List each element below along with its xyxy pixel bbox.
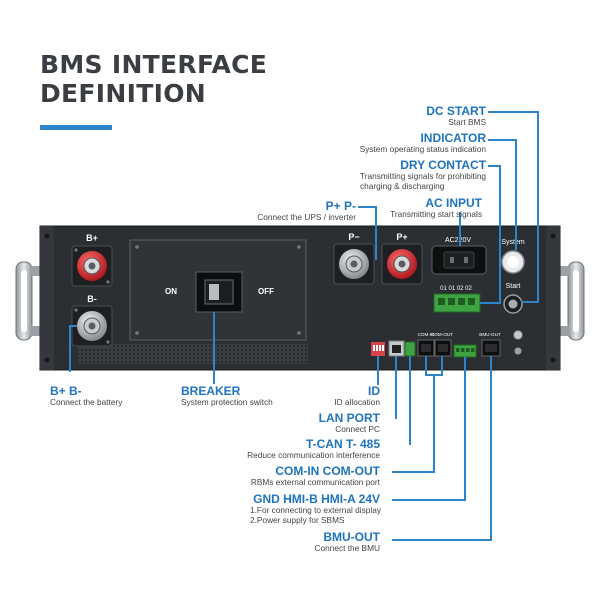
callout-dc-start-title: DC START — [426, 104, 486, 118]
callout-indicator: INDICATOR System operating status indica… — [360, 131, 486, 155]
terminal-pminus — [333, 243, 375, 285]
callout-id: ID ID allocation — [334, 384, 380, 408]
gnd-hmi-24v-terminal — [453, 344, 477, 358]
callout-leader-lines — [69, 111, 539, 541]
callout-breaker-desc: System protection switch — [181, 397, 273, 407]
title-accent-bar — [40, 125, 112, 130]
callout-ac-input-title: AC INPUT — [425, 196, 482, 210]
callout-bmu-out-desc: Connect the BMU — [314, 543, 380, 553]
ground-screw — [513, 330, 523, 355]
callout-dry-contact-title: DRY CONTACT — [400, 158, 487, 172]
page-title: BMS INTERFACE DEFINITION — [40, 50, 267, 108]
terminal-bminus-label: B- — [87, 294, 97, 304]
system-label: System — [501, 239, 525, 246]
ac-socket-label: AC220V — [445, 237, 471, 244]
callout-bmu-out: BMU-OUT Connect the BMU — [315, 530, 380, 554]
bmu-out-label: BMU-OUT — [479, 332, 501, 337]
callout-dry-contact-desc-2: charging & discharging — [360, 180, 445, 191]
callout-dry-contact: DRY CONTACT Transmitting signals for pro… — [360, 158, 486, 191]
callout-dc-start: DC START Start BMS — [426, 104, 486, 128]
terminal-bplus — [71, 245, 113, 287]
callout-com-desc: RBMs external communication port — [250, 477, 380, 487]
callout-bmu-out-title: BMU-OUT — [323, 530, 380, 544]
callout-dc-start-desc: Start BMS — [448, 117, 486, 127]
callout-id-desc: ID allocation — [334, 397, 380, 407]
lan-port — [388, 340, 405, 357]
terminal-bplus-label: B+ — [86, 233, 98, 243]
callout-gnd-hmi: GND HMI-B HMI-A 24V 1.For connecting to … — [250, 492, 381, 525]
com-in-label: COM-IN — [418, 332, 435, 337]
callout-id-title: ID — [368, 384, 380, 398]
start-label: Start — [506, 283, 521, 290]
callout-dry-contact-desc-1: Transmitting signals for prohibiting — [360, 171, 487, 181]
dc-start-button[interactable] — [503, 294, 523, 314]
right-handle — [556, 261, 585, 341]
tcan-485-connector — [404, 341, 416, 357]
terminal-pplus-label: P+ — [396, 232, 407, 242]
terminal-pminus-label: P− — [348, 232, 359, 242]
callout-p-terminals: P+ P- Connect the UPS / inverter — [257, 199, 356, 223]
bmu-out-port — [481, 339, 501, 357]
callout-lan-port: LAN PORT Connect PC — [319, 411, 380, 435]
breaker-on-label: ON — [165, 287, 177, 296]
terminal-bminus — [71, 305, 113, 347]
callout-tcan-title: T-CAN T- 485 — [305, 437, 380, 451]
com-out-port — [434, 339, 452, 357]
callout-b-terminals-title: B+ B- — [50, 384, 82, 398]
callout-ac-input: AC INPUT Transmitting start signals — [390, 196, 482, 220]
callout-tcan-desc: Reduce communication interference — [247, 450, 380, 460]
title-line-2: DEFINITION — [40, 79, 206, 108]
dry-contact-pin-label: 01 01 02 02 — [440, 286, 472, 292]
dry-contact-terminal — [433, 293, 481, 313]
callout-indicator-desc: System operating status indication — [359, 144, 486, 154]
callout-lan-port-title: LAN PORT — [318, 411, 380, 425]
title-line-1: BMS INTERFACE — [40, 50, 268, 79]
callout-gnd-hmi-title: GND HMI-B HMI-A 24V — [253, 492, 380, 506]
breaker-off-label: OFF — [258, 287, 274, 296]
id-dip-switch — [371, 342, 385, 356]
callout-gnd-hmi-desc-1: 1.For connecting to external display — [250, 505, 381, 515]
callout-gnd-hmi-desc-2: 2.Power supply for SBMS — [250, 514, 345, 525]
callout-com-title: COM-IN COM-OUT — [275, 464, 380, 478]
callout-tcan: T-CAN T- 485 Reduce communication interf… — [247, 437, 380, 461]
com-out-label: COM-OUT — [431, 332, 453, 337]
callout-p-terminals-desc: Connect the UPS / inverter — [257, 212, 356, 222]
callout-lan-port-desc: Connect PC — [335, 424, 380, 434]
callout-com: COM-IN COM-OUT RBMs external communicati… — [251, 464, 380, 488]
ac-input-socket — [431, 245, 487, 275]
callout-p-terminals-title: P+ P- — [325, 199, 356, 213]
breaker-panel — [129, 239, 307, 341]
callout-breaker: BREAKER System protection switch — [181, 384, 273, 408]
callout-indicator-title: INDICATOR — [420, 131, 486, 145]
terminal-pplus — [381, 243, 423, 285]
vent-grille — [78, 344, 308, 364]
callout-ac-input-desc: Transmitting start signals — [390, 209, 482, 219]
left-handle — [15, 261, 44, 341]
com-in-port — [417, 339, 435, 357]
callout-b-terminals: B+ B- Connect the battery — [50, 384, 122, 408]
callout-breaker-title: BREAKER — [181, 384, 241, 398]
callout-b-terminals-desc: Connect the battery — [50, 397, 123, 407]
